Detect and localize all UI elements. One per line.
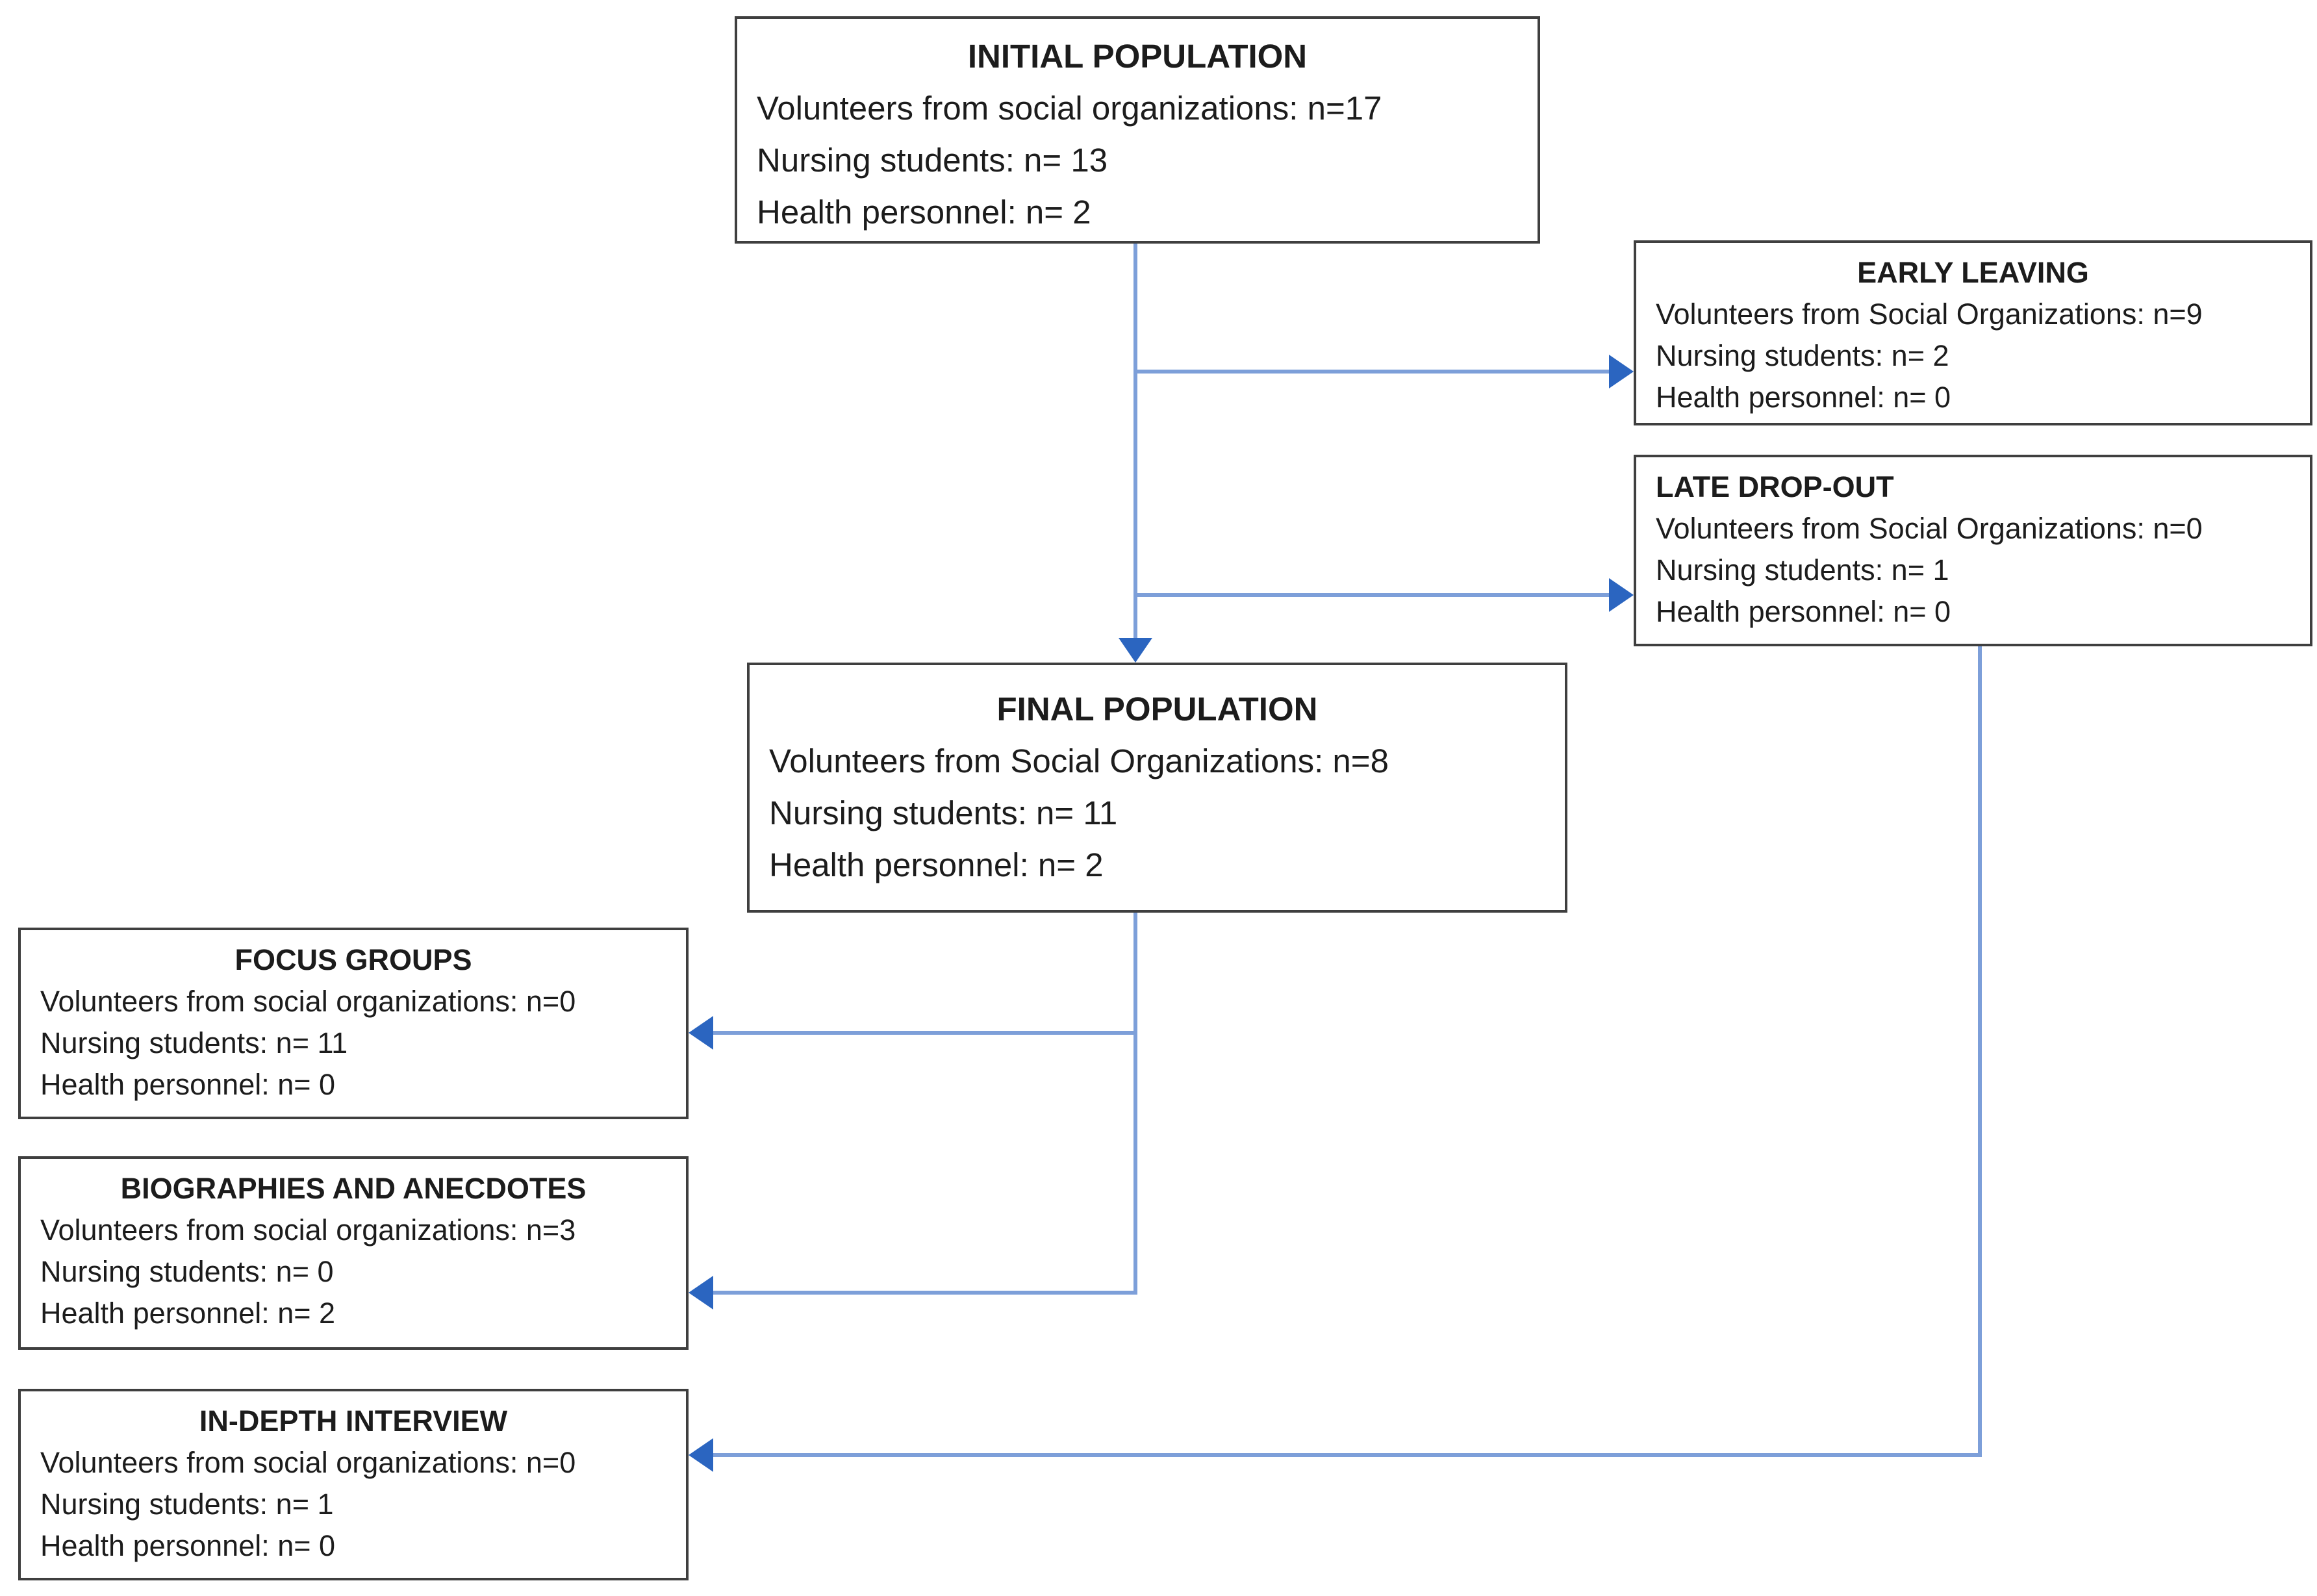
focus-groups-box: FOCUS GROUPS Volunteers from social orga… [18, 928, 689, 1119]
box-line: Health personnel: n= 0 [1656, 381, 1951, 414]
box-line: Health personnel: n= 2 [40, 1297, 336, 1330]
box-line: Health personnel: n= 0 [40, 1529, 336, 1562]
connector-initial-to-final-arrowhead [1119, 638, 1152, 663]
box-line: Nursing students: n= 11 [40, 1026, 348, 1059]
box-line: Nursing students: n= 11 [769, 794, 1118, 831]
biographies-and-anecdotes-box: BIOGRAPHIES AND ANECDOTES Volunteers fro… [18, 1156, 689, 1350]
connector-to-biographies-arrowhead [689, 1276, 713, 1310]
connector-to-early-leaving-arrowhead [1609, 355, 1634, 388]
box-title: FINAL POPULATION [996, 690, 1318, 728]
box-line: Nursing students: n= 0 [40, 1255, 334, 1288]
box-line: Health personnel: n= 0 [1656, 595, 1951, 628]
box-title: INITIAL POPULATION [967, 38, 1308, 75]
box-line: Volunteers from Social Organizations: n=… [1656, 298, 2203, 331]
box-title: LATE DROP-OUT [1656, 470, 1894, 503]
connector-to-in-depth-arrowhead [689, 1438, 713, 1472]
box-title: BIOGRAPHIES AND ANECDOTES [120, 1172, 587, 1205]
early-leaving-box: EARLY LEAVING Volunteers from Social Org… [1634, 240, 2312, 425]
box-line: Nursing students: n= 1 [40, 1488, 334, 1521]
initial-population-box: INITIAL POPULATION Volunteers from socia… [735, 16, 1540, 244]
box-title: EARLY LEAVING [1857, 256, 2089, 289]
connector-to-late-drop-out-line [1133, 593, 1612, 597]
box-line: Health personnel: n= 2 [769, 846, 1104, 883]
box-line: Volunteers from social organizations: n=… [40, 1213, 576, 1247]
connector-to-late-drop-out-arrowhead [1609, 578, 1634, 612]
box-line: Volunteers from social organizations: n=… [40, 1446, 576, 1479]
late-drop-out-box: LATE DROP-OUT Volunteers from Social Org… [1634, 455, 2312, 646]
connector-to-focus-groups-line [712, 1031, 1137, 1035]
connector-late-drop-out-down-line [1978, 646, 1982, 1457]
connector-to-in-depth-line [712, 1453, 1982, 1457]
connector-final-down-line [1133, 913, 1137, 1295]
box-line: Volunteers from Social Organizations: n=… [1656, 512, 2203, 545]
box-line: Health personnel: n= 2 [757, 194, 1091, 231]
connector-to-biographies-line [712, 1291, 1137, 1295]
box-line: Health personnel: n= 0 [40, 1068, 336, 1101]
in-depth-interview-box: IN-DEPTH INTERVIEW Volunteers from socia… [18, 1389, 689, 1580]
connector-initial-to-final-line [1133, 244, 1137, 641]
box-line: Nursing students: n= 13 [757, 142, 1108, 179]
final-population-box: FINAL POPULATION Volunteers from Social … [747, 663, 1567, 913]
connector-to-focus-groups-arrowhead [689, 1016, 713, 1050]
box-line: Nursing students: n= 1 [1656, 553, 1949, 587]
box-line: Volunteers from social organizations: n=… [757, 90, 1382, 127]
box-line: Volunteers from Social Organizations: n=… [769, 742, 1389, 779]
box-title: FOCUS GROUPS [234, 943, 472, 976]
box-line: Nursing students: n= 2 [1656, 339, 1949, 372]
box-line: Volunteers from social organizations: n=… [40, 985, 576, 1018]
connector-to-early-leaving-line [1133, 370, 1612, 374]
box-title: IN-DEPTH INTERVIEW [199, 1404, 508, 1438]
